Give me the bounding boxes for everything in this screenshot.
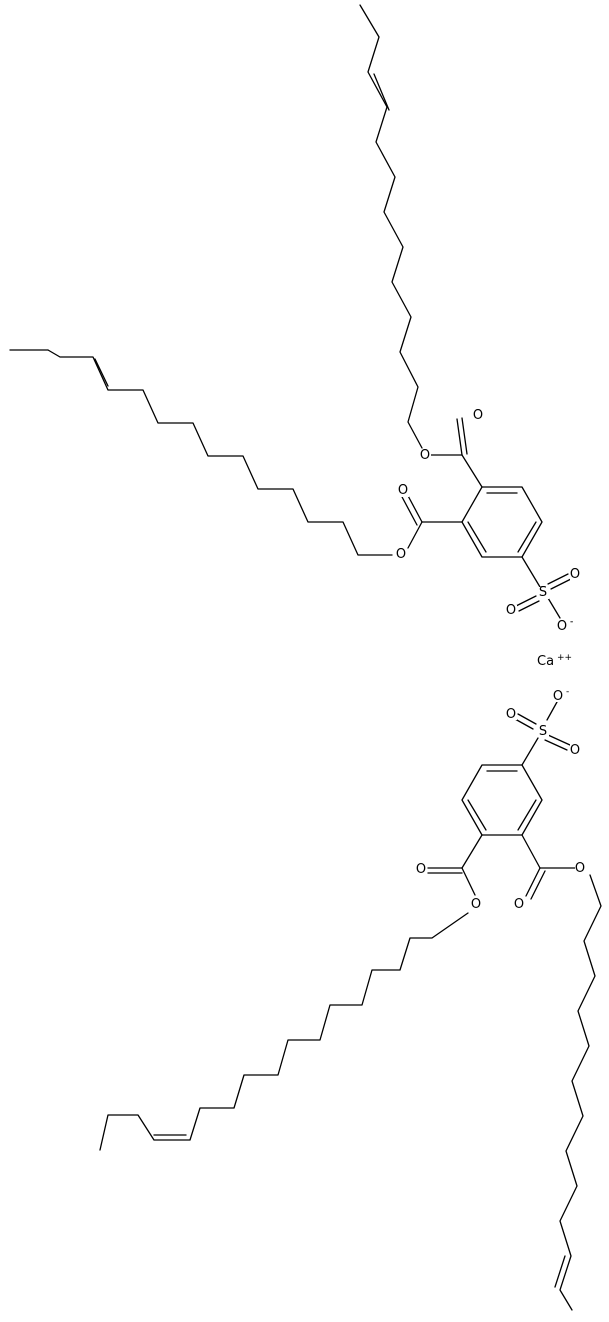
lower-ester-left-carbonyl-o: O (416, 862, 426, 877)
upper-minus-charge: - (570, 617, 573, 627)
lower-labels: S O O O - O O O O (416, 687, 585, 912)
lower-sulfonate-o-minus: O (553, 689, 563, 704)
upper-minus-charge-label: - (570, 617, 573, 627)
upper-sulfonyl-o-2-label: O (506, 603, 516, 618)
lower-sulfonyl-o-1: O (570, 743, 580, 758)
lower-sulfonyl-o-2: O (506, 707, 516, 722)
upper-sulfonate-o-minus-label: O (557, 619, 567, 634)
lower-sulfophthalate (99, 701, 602, 1311)
upper-sulfonyl-o-1-label: O (570, 567, 580, 582)
lower-ester-right-ether-o: O (575, 861, 585, 876)
upper-sulfur-label: S (539, 585, 547, 600)
lower-minus-charge: - (566, 687, 569, 697)
lower-ester-left-ether-o: O (471, 897, 481, 912)
upper-ester-left-carbonyl-o-label: O (398, 483, 408, 498)
upper-ester-top-carbonyl-o-label: O (473, 408, 483, 423)
lower-sulfur: S (539, 724, 547, 739)
calcium-ion: Ca ++ (537, 653, 572, 669)
calcium-symbol: Ca (537, 654, 554, 669)
upper-ester-left-ether-o-label: O (396, 547, 406, 562)
upper-sulfophthalate: O O O O S O O O - (9, 4, 580, 634)
upper-ester-top-ether-o-label: O (420, 448, 430, 463)
upper-labels: O O O O S O O O - (396, 408, 580, 634)
lower-benzene-ring (461, 764, 543, 836)
label-masks (396, 410, 586, 910)
lower-ester-right-carbonyl-o: O (514, 897, 524, 912)
calcium-charge: ++ (557, 653, 572, 663)
upper-benzene-ring (461, 486, 543, 558)
